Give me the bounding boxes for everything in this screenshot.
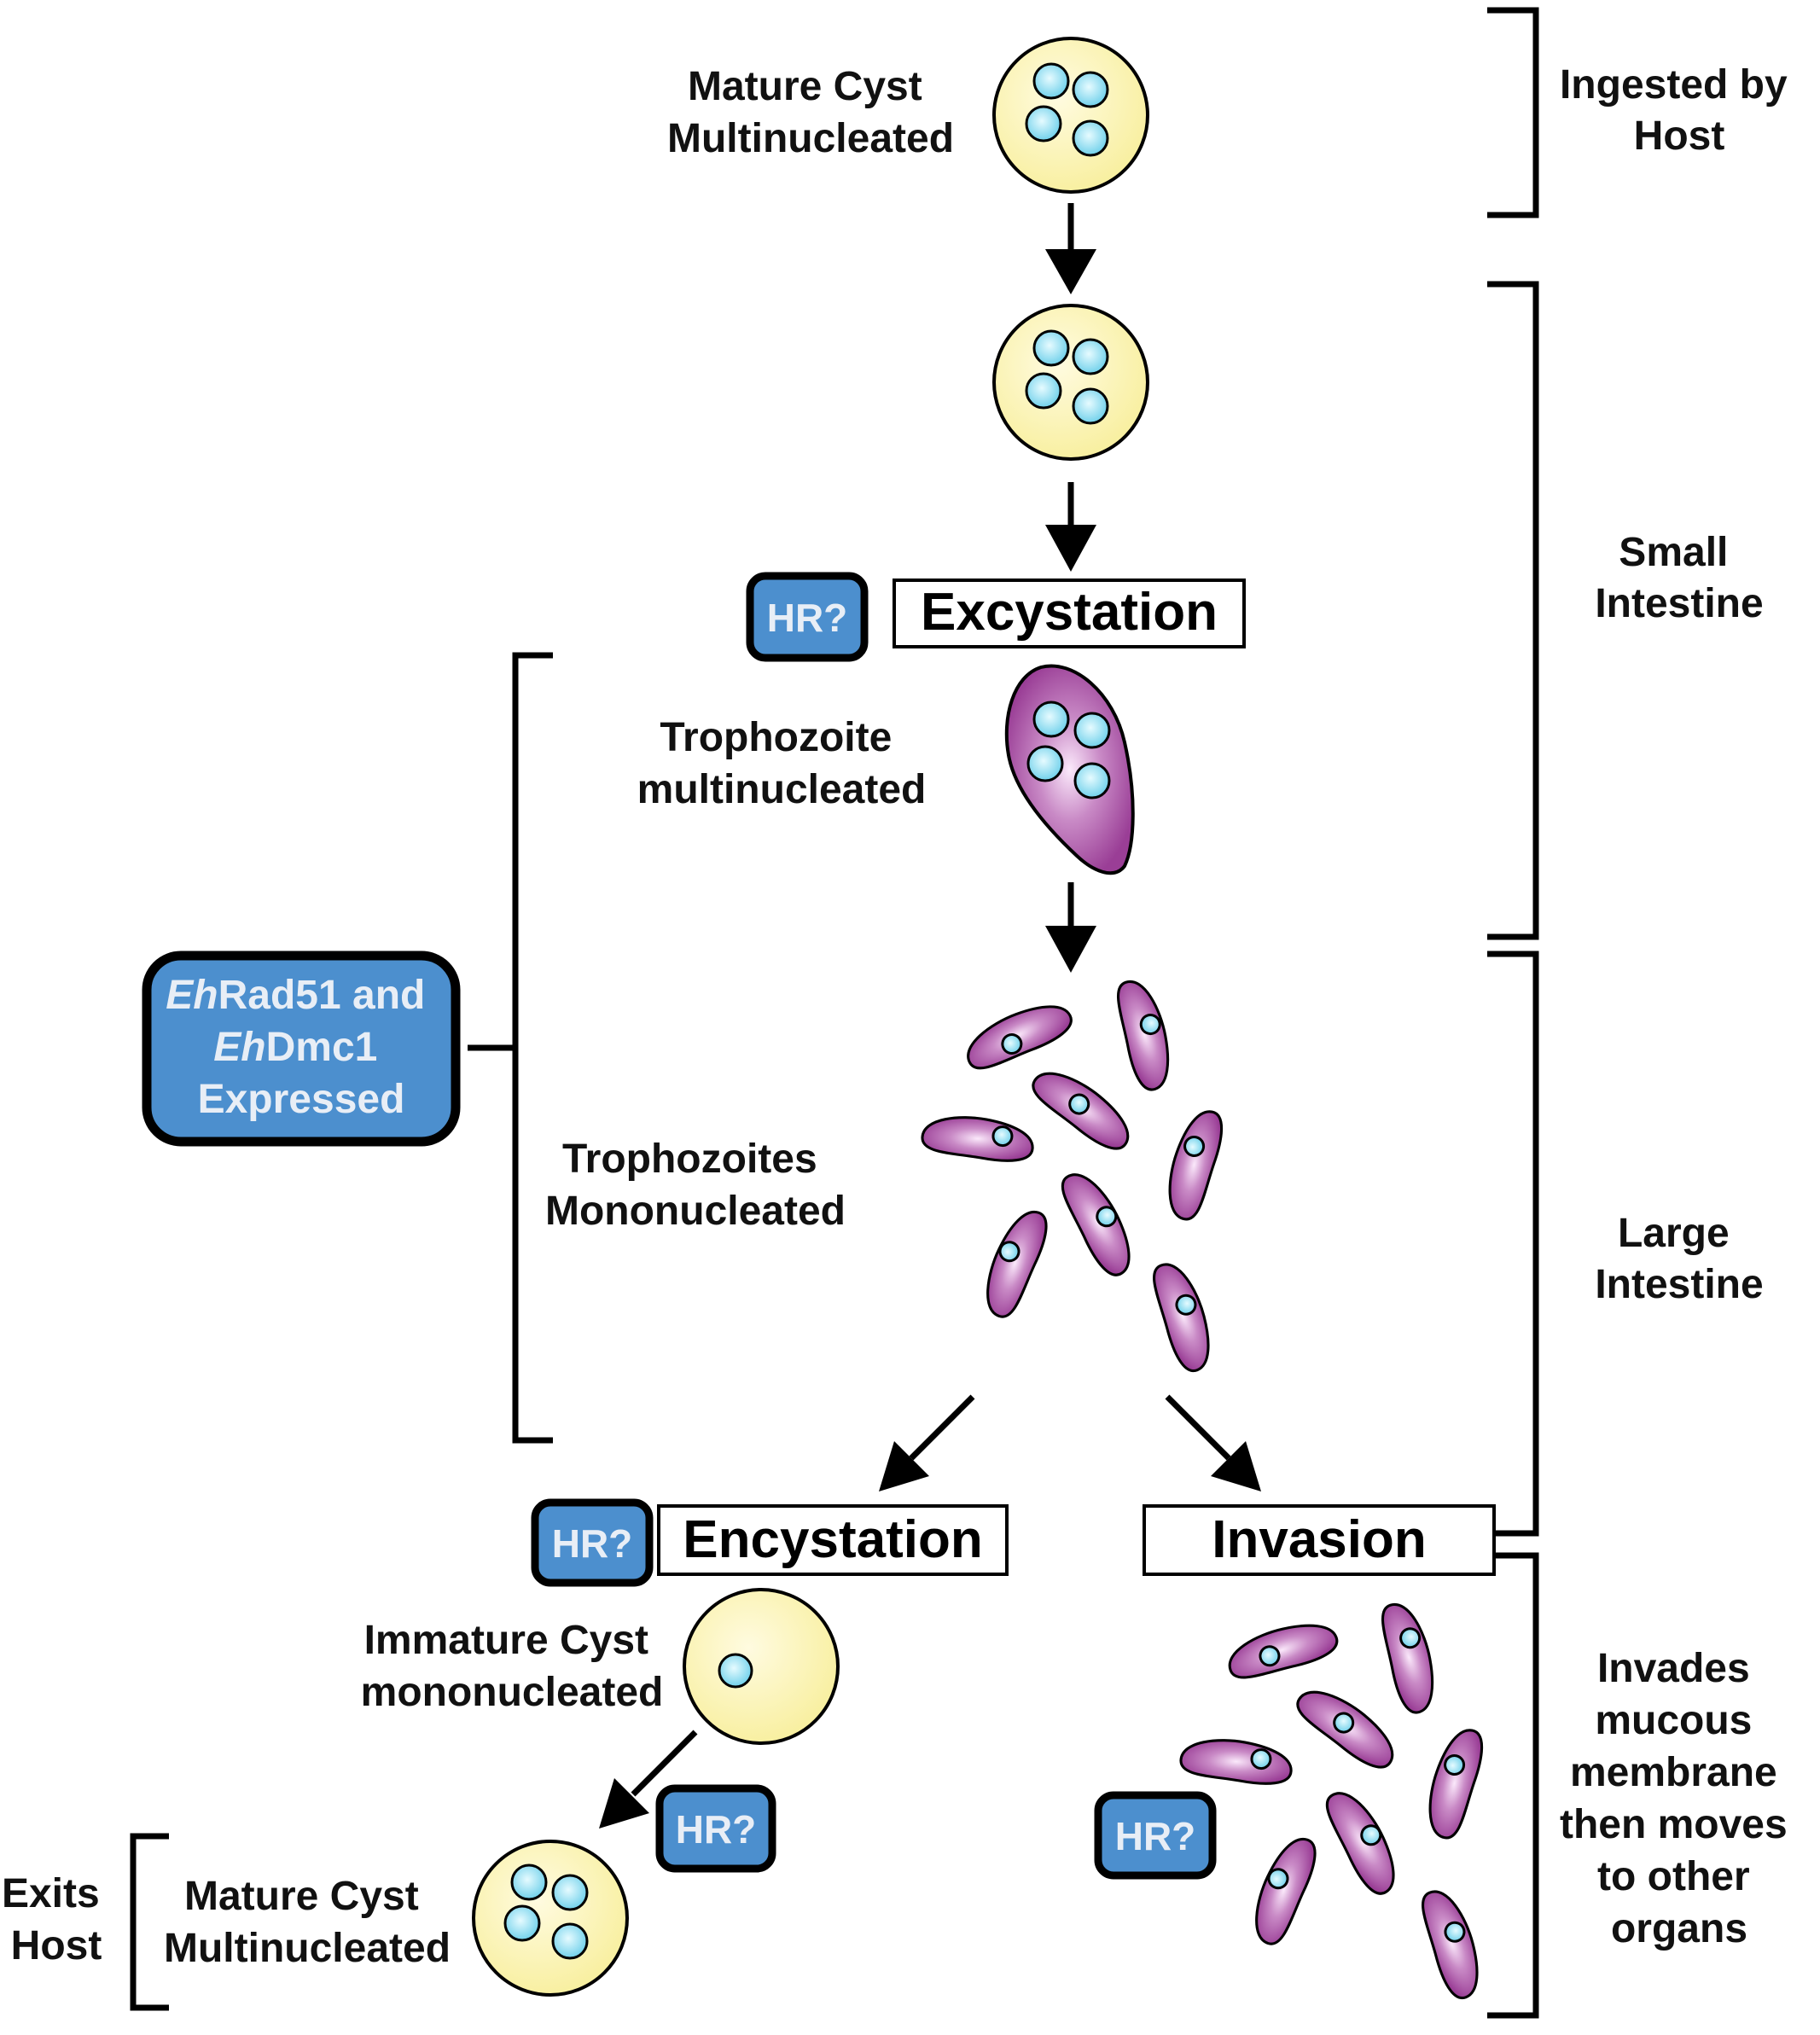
mature-cyst-top [992, 37, 1149, 194]
mature-cyst-bottom [472, 1840, 629, 1997]
location-invades-label: Invades mucous membrane then moves to ot… [1560, 1646, 1799, 1951]
cyst-small-intestine [992, 304, 1149, 461]
location-ingested-label: Ingested by Host [1560, 62, 1799, 159]
trophozoites-mono-label: Trophozoites Mononucleated [545, 1137, 846, 1234]
svg-text:HR?: HR? [1115, 1814, 1196, 1858]
bracket-exits [130, 1833, 169, 2011]
nucleus [1072, 119, 1109, 157]
location-small-intestine-label: Small Intestine [1595, 530, 1763, 626]
hr-badge-encystation: HR? [531, 1498, 654, 1587]
trophozoite [1160, 1104, 1228, 1224]
trophozoite [1106, 974, 1183, 1096]
nucleus [1073, 712, 1111, 749]
trophozoite [1245, 1829, 1323, 1951]
invasion-box: Invasion [1143, 1504, 1496, 1576]
immature-cyst [683, 1588, 840, 1745]
location-large-intestine-label: Large Intestine [1595, 1211, 1763, 1307]
mature-cyst-top-label: Mature Cyst Multinucleated [667, 64, 954, 161]
svg-text:HR?: HR? [552, 1521, 633, 1566]
invasion-label: Invasion [1212, 1510, 1427, 1569]
nucleus [718, 1653, 753, 1689]
nucleus [503, 1904, 541, 1942]
trophozoite [976, 1202, 1054, 1324]
expressed-box: EhRad51 and EhDmc1 Expressed [142, 951, 461, 1147]
bracket-expressed [468, 652, 553, 1444]
bracket-ingested [1487, 7, 1539, 218]
trophozoite [1050, 1163, 1147, 1282]
trophozoite-multinucleated [1004, 664, 1135, 875]
hr-badge-maturation: HR? [655, 1784, 776, 1873]
bracket-large-intestine [1487, 951, 1539, 1537]
arrow-to-invasion [1165, 1394, 1261, 1491]
nucleus [1025, 105, 1062, 142]
trophozoite [1221, 1610, 1343, 1690]
trophozoite [1410, 1882, 1493, 2004]
mature-cyst-bottom-label: Mature Cyst Multinucleated [164, 1874, 451, 1971]
nucleus [1072, 71, 1109, 108]
expressed-box-text: EhRad51 and EhDmc1 Expressed [166, 973, 436, 1122]
encystation-box: Encystation [657, 1504, 1009, 1576]
arrows [599, 203, 1261, 1829]
arrow-to-encystation [879, 1394, 975, 1491]
nucleus [1032, 329, 1070, 367]
nucleus [510, 1863, 548, 1901]
encystation-label: Encystation [683, 1510, 982, 1569]
nucleus [1073, 762, 1111, 799]
nucleus [1032, 701, 1070, 738]
svg-text:HR?: HR? [767, 596, 848, 640]
bracket-invades [1487, 1552, 1539, 2019]
trophozoite [1288, 1678, 1406, 1776]
hr-badge-excystation: HR? [746, 572, 869, 662]
nucleus [551, 1874, 589, 1911]
nucleus [1025, 372, 1062, 410]
arrow-to-mature-cyst [599, 1730, 698, 1829]
immature-cyst-label: Immature Cyst mononucleated [361, 1618, 664, 1715]
hr-badge-invasion: HR? [1094, 1791, 1217, 1880]
arrow-down-2 [1045, 482, 1096, 572]
arrow-down-3 [1045, 882, 1096, 973]
nucleus [551, 1922, 589, 1960]
nucleus [1026, 745, 1064, 782]
trophozoite [1370, 1596, 1447, 1718]
excystation-box: Excystation [893, 579, 1246, 648]
trophozoite [1314, 1782, 1411, 1901]
location-exits-label: Exits Host [2, 1871, 111, 1968]
trophozoite [1178, 1736, 1294, 1787]
trophozoite-cluster-large-intestine [920, 974, 1228, 1377]
trophozoite-cluster-invasion [1178, 1596, 1493, 2004]
trophozoite [1142, 1255, 1224, 1377]
excystation-label: Excystation [921, 583, 1218, 642]
trophozoite [1421, 1723, 1488, 1843]
trophozoite [920, 1113, 1036, 1164]
nucleus [1072, 387, 1109, 425]
bracket-small-intestine [1487, 281, 1539, 940]
trophozoite-multi-label: Trophozoite multinucleated [637, 715, 927, 812]
arrow-down-1 [1045, 203, 1096, 294]
trophozoite [1023, 1060, 1142, 1157]
nucleus [1072, 338, 1109, 375]
trophozoite [957, 990, 1079, 1081]
nucleus [1032, 62, 1070, 100]
svg-text:HR?: HR? [676, 1807, 757, 1852]
